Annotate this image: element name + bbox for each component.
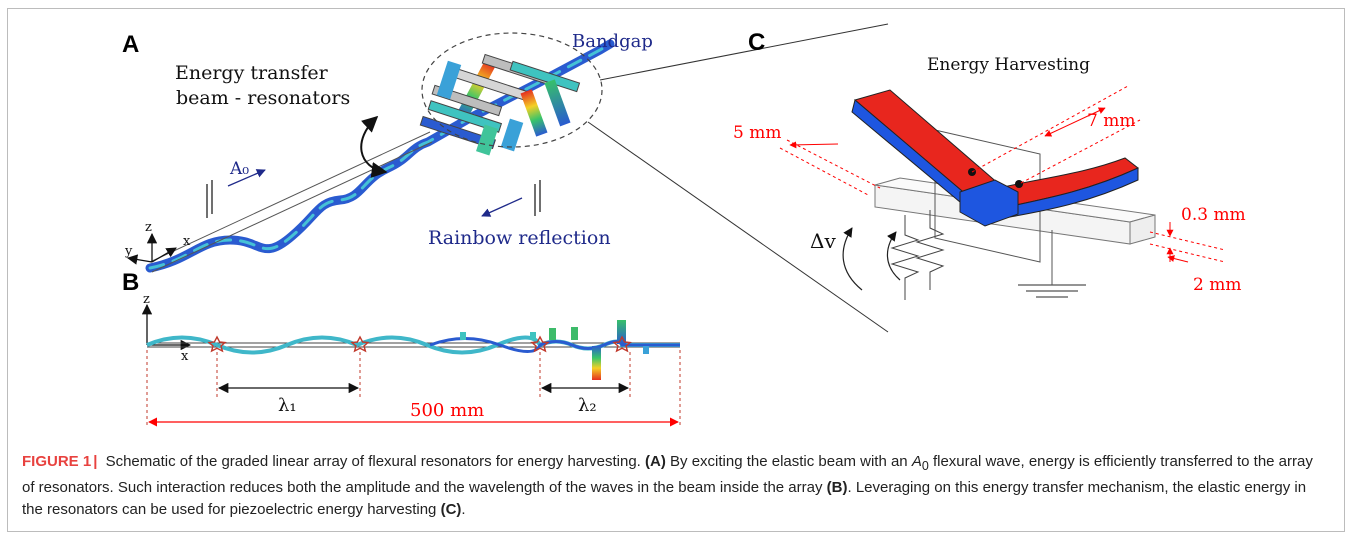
caption-text-c1: . Leveraging on this energy transfer mec… (22, 479, 1307, 518)
panel-a-transfer-label-line2: beam - resonators (176, 87, 350, 109)
caption-figure-label: FIGURE 1 (22, 453, 92, 470)
panel-c-voltage-arrows (842, 227, 901, 291)
panel-a-resonator-array (419, 53, 581, 156)
panel-c-dim-7mm: 7 mm (1087, 111, 1135, 131)
panel-b-node-stars (207, 335, 632, 353)
panel-c-dimension-lines (779, 85, 1226, 263)
panel-a-beam (145, 39, 615, 273)
panel-b-length-label: 500 mm (410, 400, 484, 421)
panel-a-zoom-ellipse (421, 32, 603, 148)
panel-a-transfer-arrow (360, 115, 388, 178)
panel-a-incident-arrow (227, 169, 266, 187)
panel-b-axes (141, 303, 192, 351)
panel-b-resonators (460, 320, 649, 380)
panel-b-guides (146, 350, 681, 428)
panel-b-axis-z: z (143, 292, 150, 307)
caption-text-a1: By exciting the elastic beam with an (670, 453, 908, 470)
panel-b-lambda2: λ₂ (578, 395, 597, 416)
caption-wave-sub: 0 (921, 459, 929, 473)
zoom-line-bottom (587, 121, 889, 333)
panel-c-dim-03mm: 0.3 mm (1181, 205, 1246, 225)
panel-a-reflection-arrow (481, 197, 523, 217)
caption-text-a2: flexural wave, energy is efficiently tra… (22, 453, 1313, 496)
figure-illustration: A Energy transfer beam - resonators Band… (122, 23, 1246, 428)
panel-a-axis-y: y (124, 244, 133, 259)
zoom-line-top (599, 23, 889, 81)
panel-a-transfer-label-line1: Energy transfer (175, 62, 329, 84)
panel-a-rainbow-label: Rainbow reflection (428, 227, 611, 249)
panel-c-title: Energy Harvesting (927, 55, 1090, 75)
panel-c-voltage-label: Δv (810, 229, 836, 253)
panel-c-dim-5mm: 5 mm (733, 123, 781, 143)
panel-a-axes (126, 232, 177, 265)
caption-intro: Schematic of the graded linear array of … (105, 453, 641, 470)
caption-end: . (461, 501, 466, 518)
panel-a-bandgap-label: Bandgap (572, 31, 653, 52)
panel-a-letter: A (122, 31, 139, 58)
panel-b-letter: B (122, 269, 139, 296)
panel-c-letter: C (748, 29, 765, 56)
panel-c-harvester (851, 89, 1156, 300)
panel-a-axis-z: z (145, 220, 152, 235)
panel-a-wave-mode-label: A₀ (229, 159, 249, 179)
caption-wave-symbol: A (911, 453, 922, 470)
panel-b-axis-x: x (181, 349, 189, 364)
caption-ref-b: (B) (826, 479, 848, 496)
panel-a-axis-x: x (183, 234, 191, 249)
caption-separator: | (93, 453, 98, 470)
panel-c-dim-2mm: 2 mm (1193, 275, 1241, 295)
caption-ref-c: (C) (440, 501, 462, 518)
figure-frame (7, 8, 1345, 532)
caption-ref-a: (A) (645, 453, 666, 470)
panel-b-lambda1: λ₁ (278, 395, 297, 416)
figure-caption: FIGURE 1| Schematic of the graded linear… (22, 451, 1322, 521)
